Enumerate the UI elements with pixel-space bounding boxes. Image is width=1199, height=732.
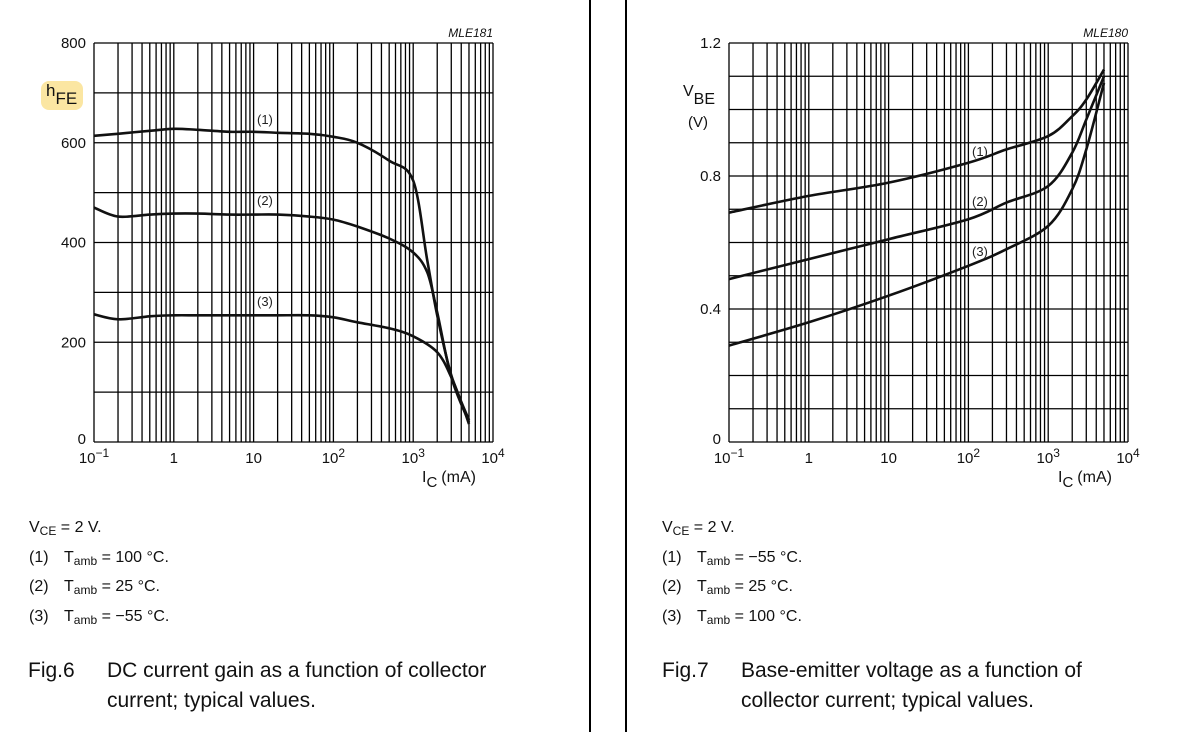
x-tick-label: 10−1 — [79, 446, 110, 467]
left-condition-2: (2)Tamb = 25 °C. — [29, 578, 160, 597]
y-tick-label: 0.8 — [700, 168, 721, 185]
x-tick-label: 104 — [481, 446, 505, 467]
panel-divider-left — [589, 0, 591, 732]
right-curve-label-1: (1) — [972, 144, 988, 159]
curve-1 — [93, 127, 471, 421]
y-tick-label: 1.2 — [700, 35, 721, 52]
left-ylabel: hFE — [46, 81, 77, 108]
left-x-tick-labels: 10−1 1 10 102 103 104 — [79, 446, 505, 467]
left-y-tick-labels: 0 200 400 600 800 — [61, 35, 86, 448]
y-tick-label: 0 — [78, 431, 86, 448]
y-tick-label: 800 — [61, 35, 86, 52]
x-tick-label: 10−1 — [714, 446, 745, 467]
left-condition-3: (3)Tamb = −55 °C. — [29, 607, 170, 627]
x-tick-label: 103 — [1037, 446, 1061, 467]
y-tick-label: 200 — [61, 334, 86, 351]
right-condition-3: (3)Tamb = 100 °C. — [662, 607, 802, 627]
left-chart-code: MLE181 — [448, 26, 493, 40]
curve-3 — [728, 82, 1106, 347]
right-curve-label-2: (2) — [972, 194, 988, 209]
right-condition-2: (2)Tamb = 25 °C. — [662, 578, 793, 597]
x-tick-label: 10 — [880, 450, 897, 467]
right-curve-label-3: (3) — [972, 244, 988, 259]
left-curve-label-3: (3) — [257, 294, 273, 309]
right-figure-caption: Fig.7 Base-emitter voltage as a function… — [662, 656, 1182, 720]
right-vce-line: VCE = 2 V. — [662, 519, 735, 538]
right-x-tick-labels: 10−1 1 10 102 103 104 — [714, 446, 1140, 467]
curve-1 — [728, 68, 1106, 214]
left-curve-label-1: (1) — [257, 112, 273, 127]
x-tick-label: 1 — [805, 450, 813, 467]
y-tick-label: 400 — [61, 235, 86, 252]
left-figure-title: DC current gain as a function of collect… — [107, 659, 487, 712]
y-tick-label: 0.4 — [700, 301, 721, 318]
left-vce-line: VCE = 2 V. — [29, 519, 102, 538]
left-conditions: VCE = 2 V. (1)Tamb = 100 °C. (2)Tamb = 2… — [29, 515, 169, 633]
left-chart-grid — [93, 42, 494, 443]
left-figure-number: Fig.6 — [28, 659, 75, 682]
right-figure-number: Fig.7 — [662, 659, 709, 682]
x-tick-label: 102 — [322, 446, 346, 467]
right-y-tick-labels: 0 0.4 0.8 1.2 — [700, 35, 721, 448]
left-curve-label-2: (2) — [257, 193, 273, 208]
right-chart-code: MLE180 — [1083, 26, 1128, 40]
right-chart-curves — [728, 68, 1106, 347]
right-ylabel: VBE — [683, 83, 715, 108]
y-tick-label: 0 — [713, 431, 721, 448]
x-tick-label: 10 — [245, 450, 262, 467]
curve-2 — [728, 75, 1106, 281]
panel-divider-right — [625, 0, 627, 732]
curve-2 — [93, 206, 471, 423]
right-xlabel: IC(mA) — [1058, 469, 1112, 491]
right-ylabel-unit: (V) — [688, 114, 708, 131]
x-tick-label: 102 — [957, 446, 981, 467]
left-condition-1: (1)Tamb = 100 °C. — [29, 548, 169, 568]
ylabel-highlight — [41, 81, 83, 110]
y-tick-label: 600 — [61, 135, 86, 152]
right-condition-1: (1)Tamb = −55 °C. — [662, 548, 803, 568]
right-figure-title: Base-emitter voltage as a function of co… — [741, 659, 1082, 712]
x-tick-label: 104 — [1116, 446, 1140, 467]
right-chart-grid — [728, 42, 1129, 443]
x-tick-label: 1 — [170, 450, 178, 467]
left-figure-caption: Fig.6 DC current gain as a function of c… — [28, 656, 568, 720]
left-xlabel: IC(mA) — [422, 469, 476, 491]
curve-3 — [93, 313, 471, 425]
left-chart-curves — [93, 127, 471, 425]
x-tick-label: 103 — [402, 446, 426, 467]
right-conditions: VCE = 2 V. (1)Tamb = −55 °C. (2)Tamb = 2… — [662, 515, 802, 633]
